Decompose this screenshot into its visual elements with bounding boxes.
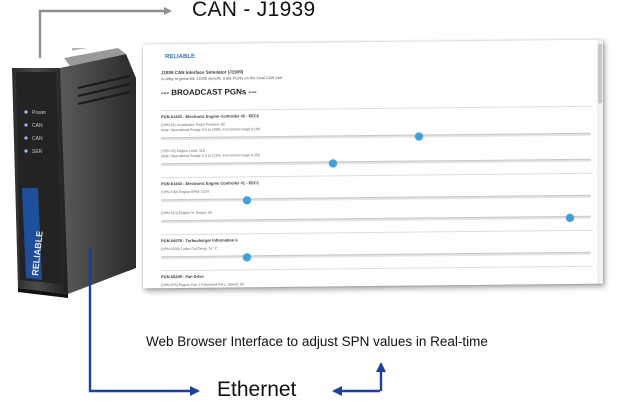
ethernet-connection-line <box>88 248 200 396</box>
web-interface-caption: Web Browser Interface to adjust SPN valu… <box>146 334 488 349</box>
can-j1939-label: CAN - J1939 <box>192 0 316 21</box>
device-led-label-can-1: CAN <box>32 123 43 129</box>
can-connection-line <box>38 7 172 58</box>
ethernet-label: Ethernet <box>217 378 297 401</box>
device-led-label-can-2: CAN <box>32 136 43 142</box>
device-led-label-power: Power <box>32 110 47 116</box>
device-led-label-ser: SER <box>32 149 43 155</box>
device-brand-text: RELIABLE <box>30 230 45 276</box>
gateway-device-illustration: Power CAN CAN SER RELIABLE <box>12 48 136 298</box>
